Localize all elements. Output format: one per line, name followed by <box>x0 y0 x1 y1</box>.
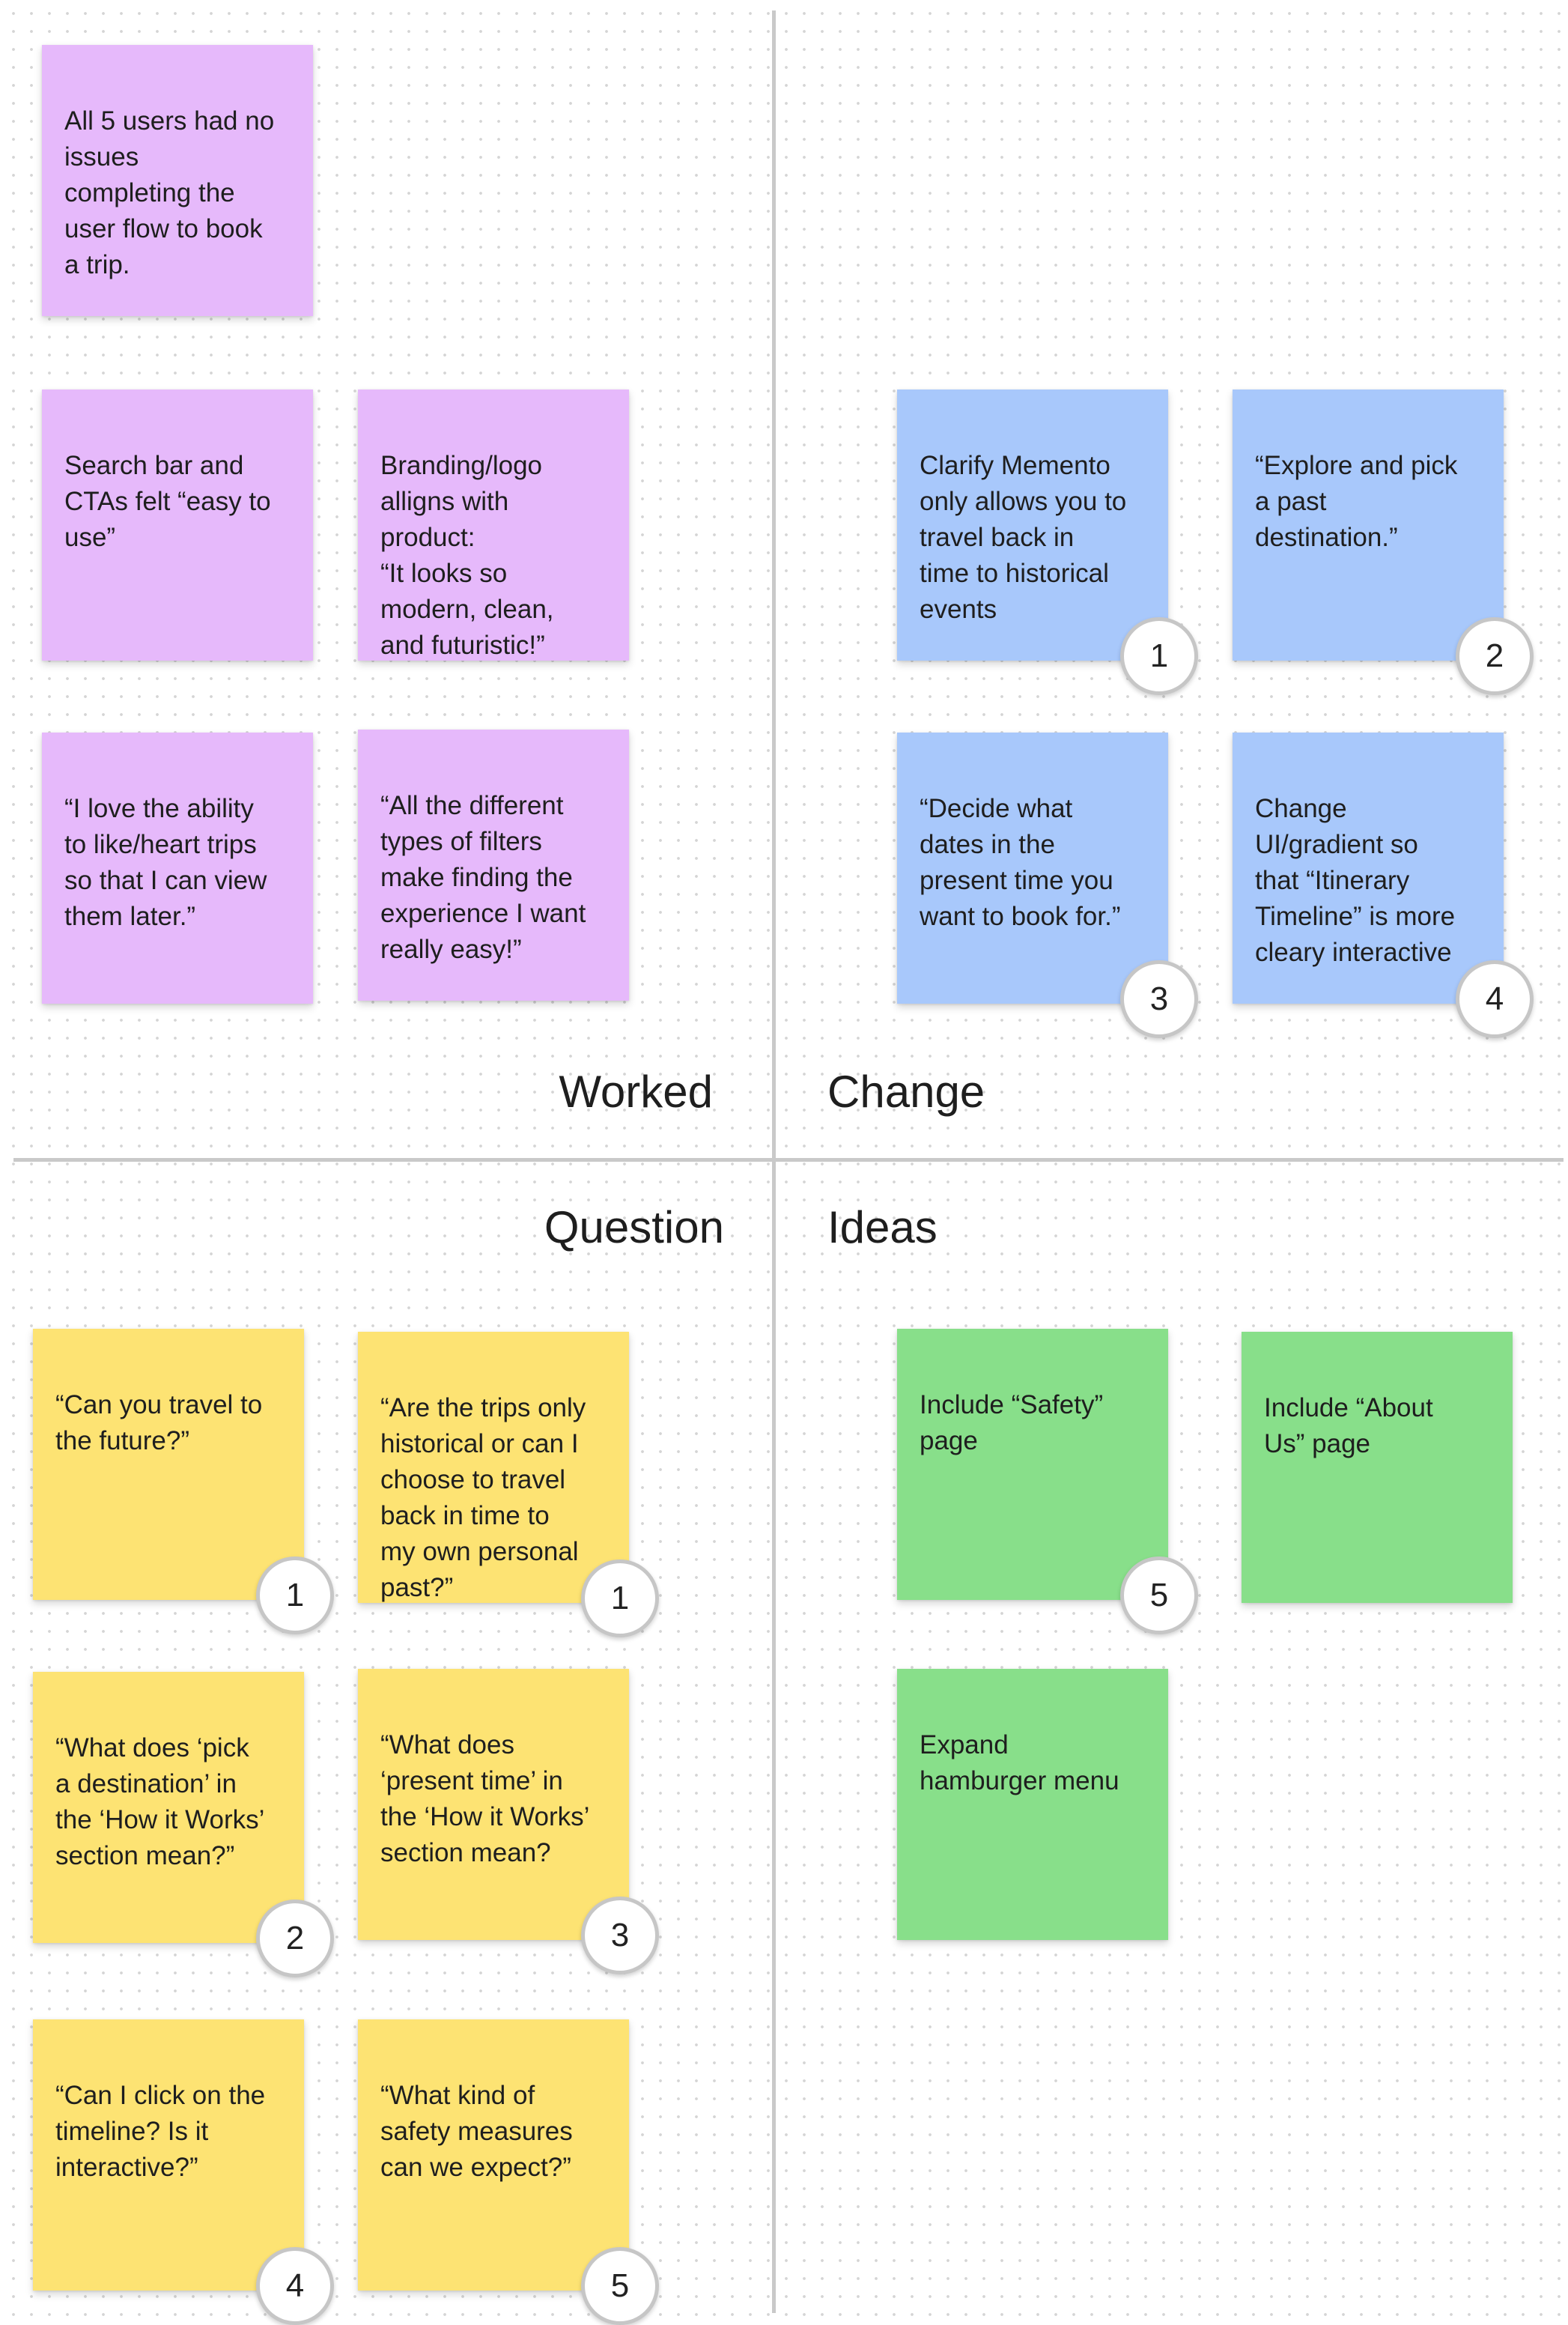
sticky-note-text: All 5 users had no issues completing the… <box>64 106 275 279</box>
sticky-note-text: “Can I click on the timeline? Is it inte… <box>55 2081 266 2182</box>
sticky-note-change[interactable]: Change UI/gradient so that “Itinerary Ti… <box>1233 733 1534 1038</box>
vote-count-badge: 5 <box>581 2247 659 2325</box>
quadrant-label-change: Change <box>827 1067 985 1117</box>
vote-count-badge: 3 <box>1120 960 1198 1038</box>
vote-count-badge: 4 <box>256 2247 334 2325</box>
vertical-divider <box>772 10 776 2313</box>
quadrant-label-question: Question <box>544 1202 724 1252</box>
sticky-note-text: “What does ‘pick a destination’ in the ‘… <box>55 1733 265 1870</box>
sticky-note-question[interactable]: “What does ‘present time’ in the ‘How it… <box>358 1669 659 1974</box>
sticky-note-change[interactable]: “Decide what dates in the present time y… <box>897 733 1198 1038</box>
sticky-note-question[interactable]: “Are the trips only historical or can I … <box>358 1332 659 1637</box>
sticky-note-text: “What does ‘present time’ in the ‘How it… <box>380 1730 590 1867</box>
vote-count-badge: 5 <box>1120 1556 1198 1634</box>
sticky-note-change[interactable]: “Explore and pick a past destination.” 2 <box>1233 389 1534 695</box>
vote-count-badge: 1 <box>256 1556 334 1634</box>
sticky-note-question[interactable]: “What does ‘pick a destination’ in the ‘… <box>33 1672 334 1977</box>
sticky-note-text: “I love the ability to like/heart trips … <box>64 794 267 931</box>
sticky-note-text: Search bar and CTAs felt “easy to use” <box>64 451 271 552</box>
vote-count-badge: 1 <box>581 1559 659 1637</box>
sticky-note-idea[interactable]: Include “Safety” page 5 <box>897 1329 1198 1634</box>
quadrant-label-ideas: Ideas <box>827 1202 938 1252</box>
sticky-note-text: Include “Safety” page <box>920 1390 1104 1455</box>
sticky-note-text: Change UI/gradient so that “Itinerary Ti… <box>1255 794 1456 967</box>
sticky-note-worked[interactable]: “I love the ability to like/heart trips … <box>42 733 313 1004</box>
sticky-note-text: Clarify Memento only allows you to trave… <box>920 451 1127 624</box>
quadrant-label-worked: Worked <box>559 1067 713 1117</box>
sticky-note-question[interactable]: “What kind of safety measures can we exp… <box>358 2019 659 2325</box>
vote-count-badge: 3 <box>581 1897 659 1974</box>
sticky-note-worked[interactable]: “All the different types of filters make… <box>358 730 629 1001</box>
sticky-note-text: “What kind of safety measures can we exp… <box>380 2081 573 2182</box>
vote-count-badge: 1 <box>1120 617 1198 695</box>
horizontal-divider <box>13 1158 1564 1162</box>
vote-count-badge: 2 <box>256 1900 334 1977</box>
sticky-note-question[interactable]: “Can I click on the timeline? Is it inte… <box>33 2019 334 2325</box>
vote-count-badge: 4 <box>1456 960 1534 1038</box>
sticky-note-text: “Can you travel to the future?” <box>55 1390 263 1455</box>
sticky-note-change[interactable]: Clarify Memento only allows you to trave… <box>897 389 1198 695</box>
sticky-note-text: Include “About Us” page <box>1264 1393 1433 1458</box>
sticky-note-idea[interactable]: Expand hamburger menu <box>897 1669 1168 1940</box>
sticky-note-worked[interactable]: Branding/logo alligns with product: “It … <box>358 389 629 661</box>
sticky-note-text: “All the different types of filters make… <box>380 791 586 964</box>
sticky-note-text: Expand hamburger menu <box>920 1730 1119 1795</box>
sticky-note-text: “Are the trips only historical or can I … <box>380 1393 586 1602</box>
sticky-note-idea[interactable]: Include “About Us” page <box>1242 1332 1513 1603</box>
sticky-note-question[interactable]: “Can you travel to the future?” 1 <box>33 1329 334 1634</box>
sticky-note-text: Branding/logo alligns with product: “It … <box>380 451 554 660</box>
sticky-note-text: “Decide what dates in the present time y… <box>920 794 1121 931</box>
sticky-note-worked[interactable]: Search bar and CTAs felt “easy to use” <box>42 389 313 661</box>
vote-count-badge: 2 <box>1456 617 1534 695</box>
sticky-note-worked[interactable]: All 5 users had no issues completing the… <box>42 45 313 316</box>
sticky-note-text: “Explore and pick a past destination.” <box>1255 451 1458 552</box>
